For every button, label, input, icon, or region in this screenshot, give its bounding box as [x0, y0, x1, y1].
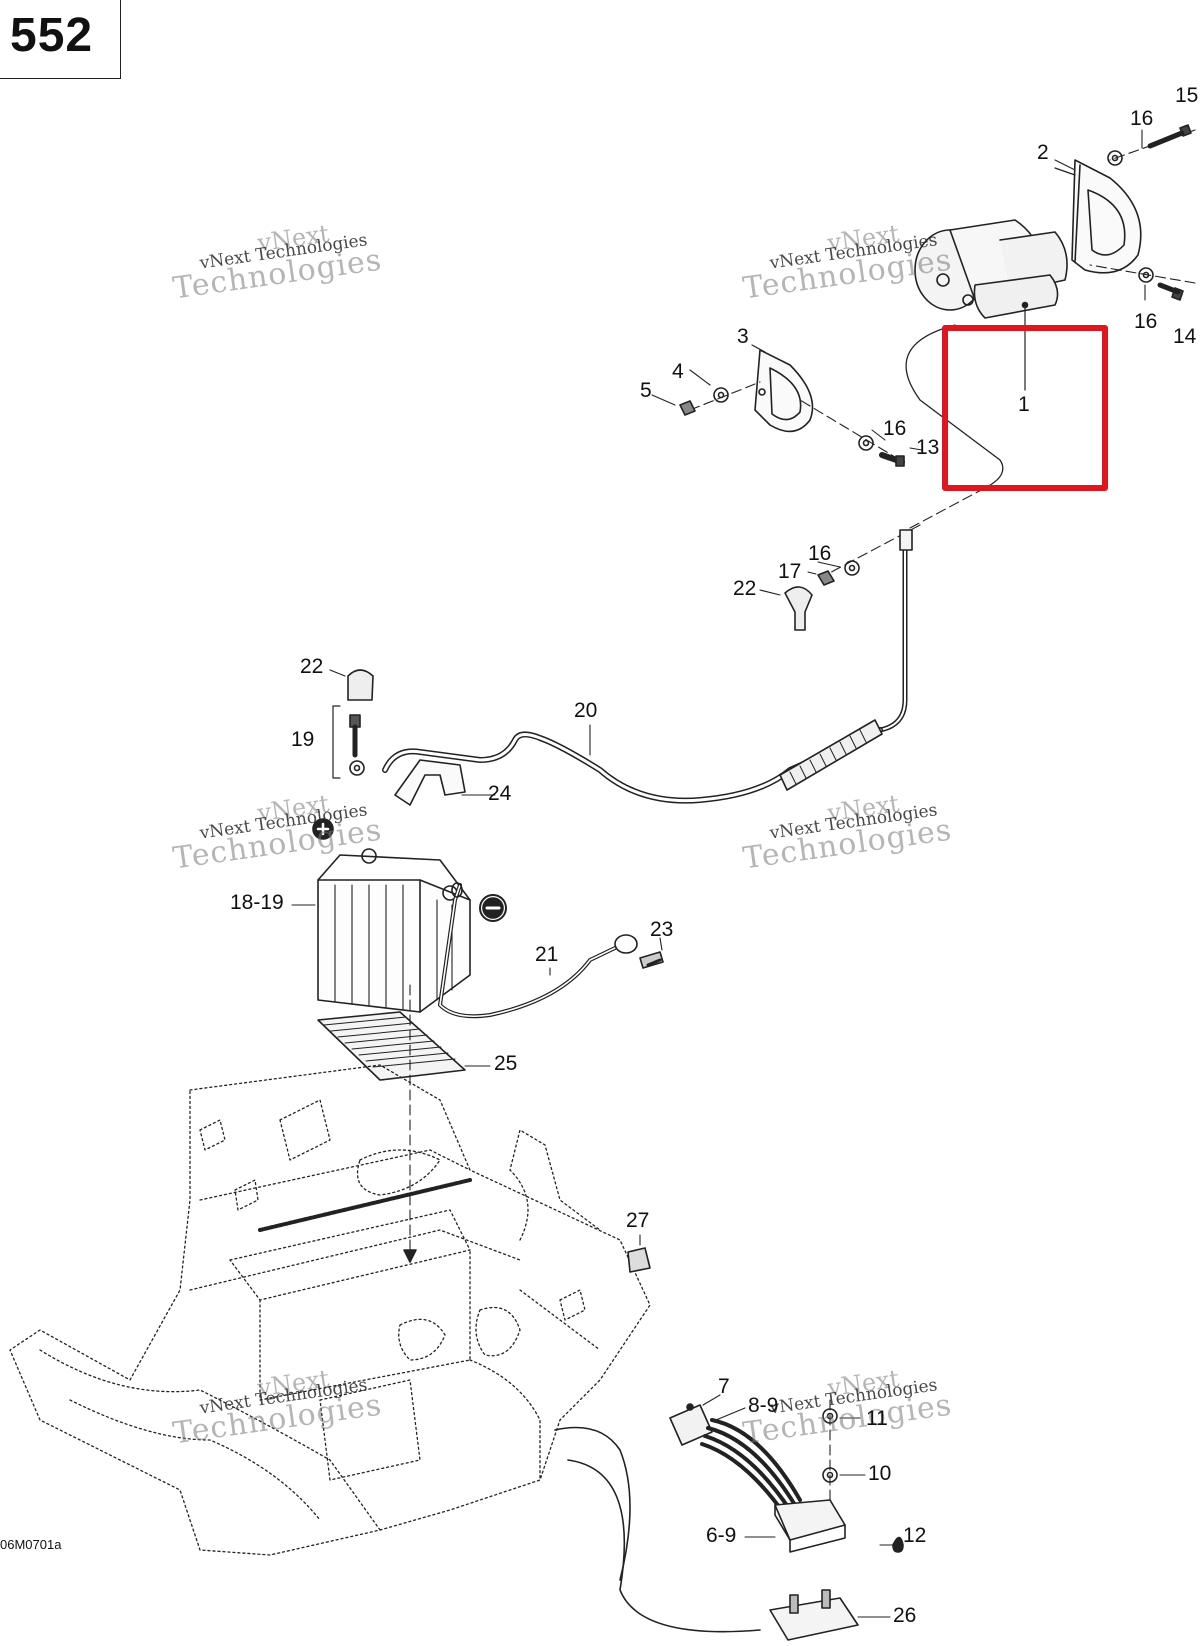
- page-number-box: 552: [0, 0, 121, 79]
- callout-label: 2: [1037, 141, 1049, 164]
- callout-label: 5: [640, 379, 652, 402]
- callout-label: 11: [866, 1407, 888, 1430]
- terminal-boot-22b: [347, 669, 374, 701]
- drawing-reference-code: 06M0701a: [0, 1537, 62, 1552]
- callout-label: 7: [718, 1375, 730, 1398]
- callout-label: 14: [1173, 325, 1197, 348]
- callout-label: 15: [1175, 84, 1199, 107]
- vehicle-frame: [9, 1064, 651, 1556]
- callout-label: 24: [488, 782, 512, 805]
- callout-label: 1: [1018, 393, 1030, 416]
- callout-label: 19: [291, 728, 315, 751]
- callout-label: 26: [893, 1604, 917, 1627]
- battery-strap-24: [394, 759, 466, 806]
- callout-label: 13: [916, 436, 940, 459]
- ground-cable-21: [438, 882, 664, 1019]
- callout-label: 17: [778, 560, 802, 583]
- highlight-box: [942, 325, 1108, 491]
- callout-label: 18-19: [230, 891, 284, 914]
- callout-label: 22: [733, 577, 757, 600]
- clip-27: [627, 1247, 651, 1273]
- callout-label: 12: [903, 1524, 927, 1547]
- callout-label: 25: [494, 1052, 518, 1075]
- callout-label: 21: [535, 943, 559, 966]
- callout-label: 27: [626, 1209, 650, 1232]
- callout-label: 22: [300, 655, 324, 678]
- callout-label: 20: [574, 699, 598, 722]
- voltage-regulator: [554, 1399, 904, 1641]
- page-number: 552: [10, 9, 94, 62]
- fasteners: [679, 124, 1192, 586]
- callout-label: 3: [737, 325, 749, 348]
- starter-motor: [914, 219, 1068, 391]
- battery: [317, 848, 471, 1013]
- battery-pad-25: [317, 1011, 466, 1081]
- bracket-2: [1054, 159, 1142, 274]
- cable-20: [382, 529, 913, 804]
- callout-label: 23: [650, 918, 674, 941]
- callout-label: 16: [808, 542, 832, 565]
- callout-label: 16: [1130, 107, 1154, 130]
- callout-label: 6-9: [706, 1524, 737, 1547]
- callout-label: 16: [883, 417, 907, 440]
- terminal-boot-22: [784, 586, 813, 631]
- callout-label: 8-9: [748, 1394, 779, 1417]
- leader-lines: [291, 129, 1146, 1618]
- bracket-3: [751, 344, 814, 433]
- callout-label: 4: [672, 360, 684, 383]
- callout-label: 16: [1134, 310, 1158, 333]
- callout-label: 10: [868, 1462, 892, 1485]
